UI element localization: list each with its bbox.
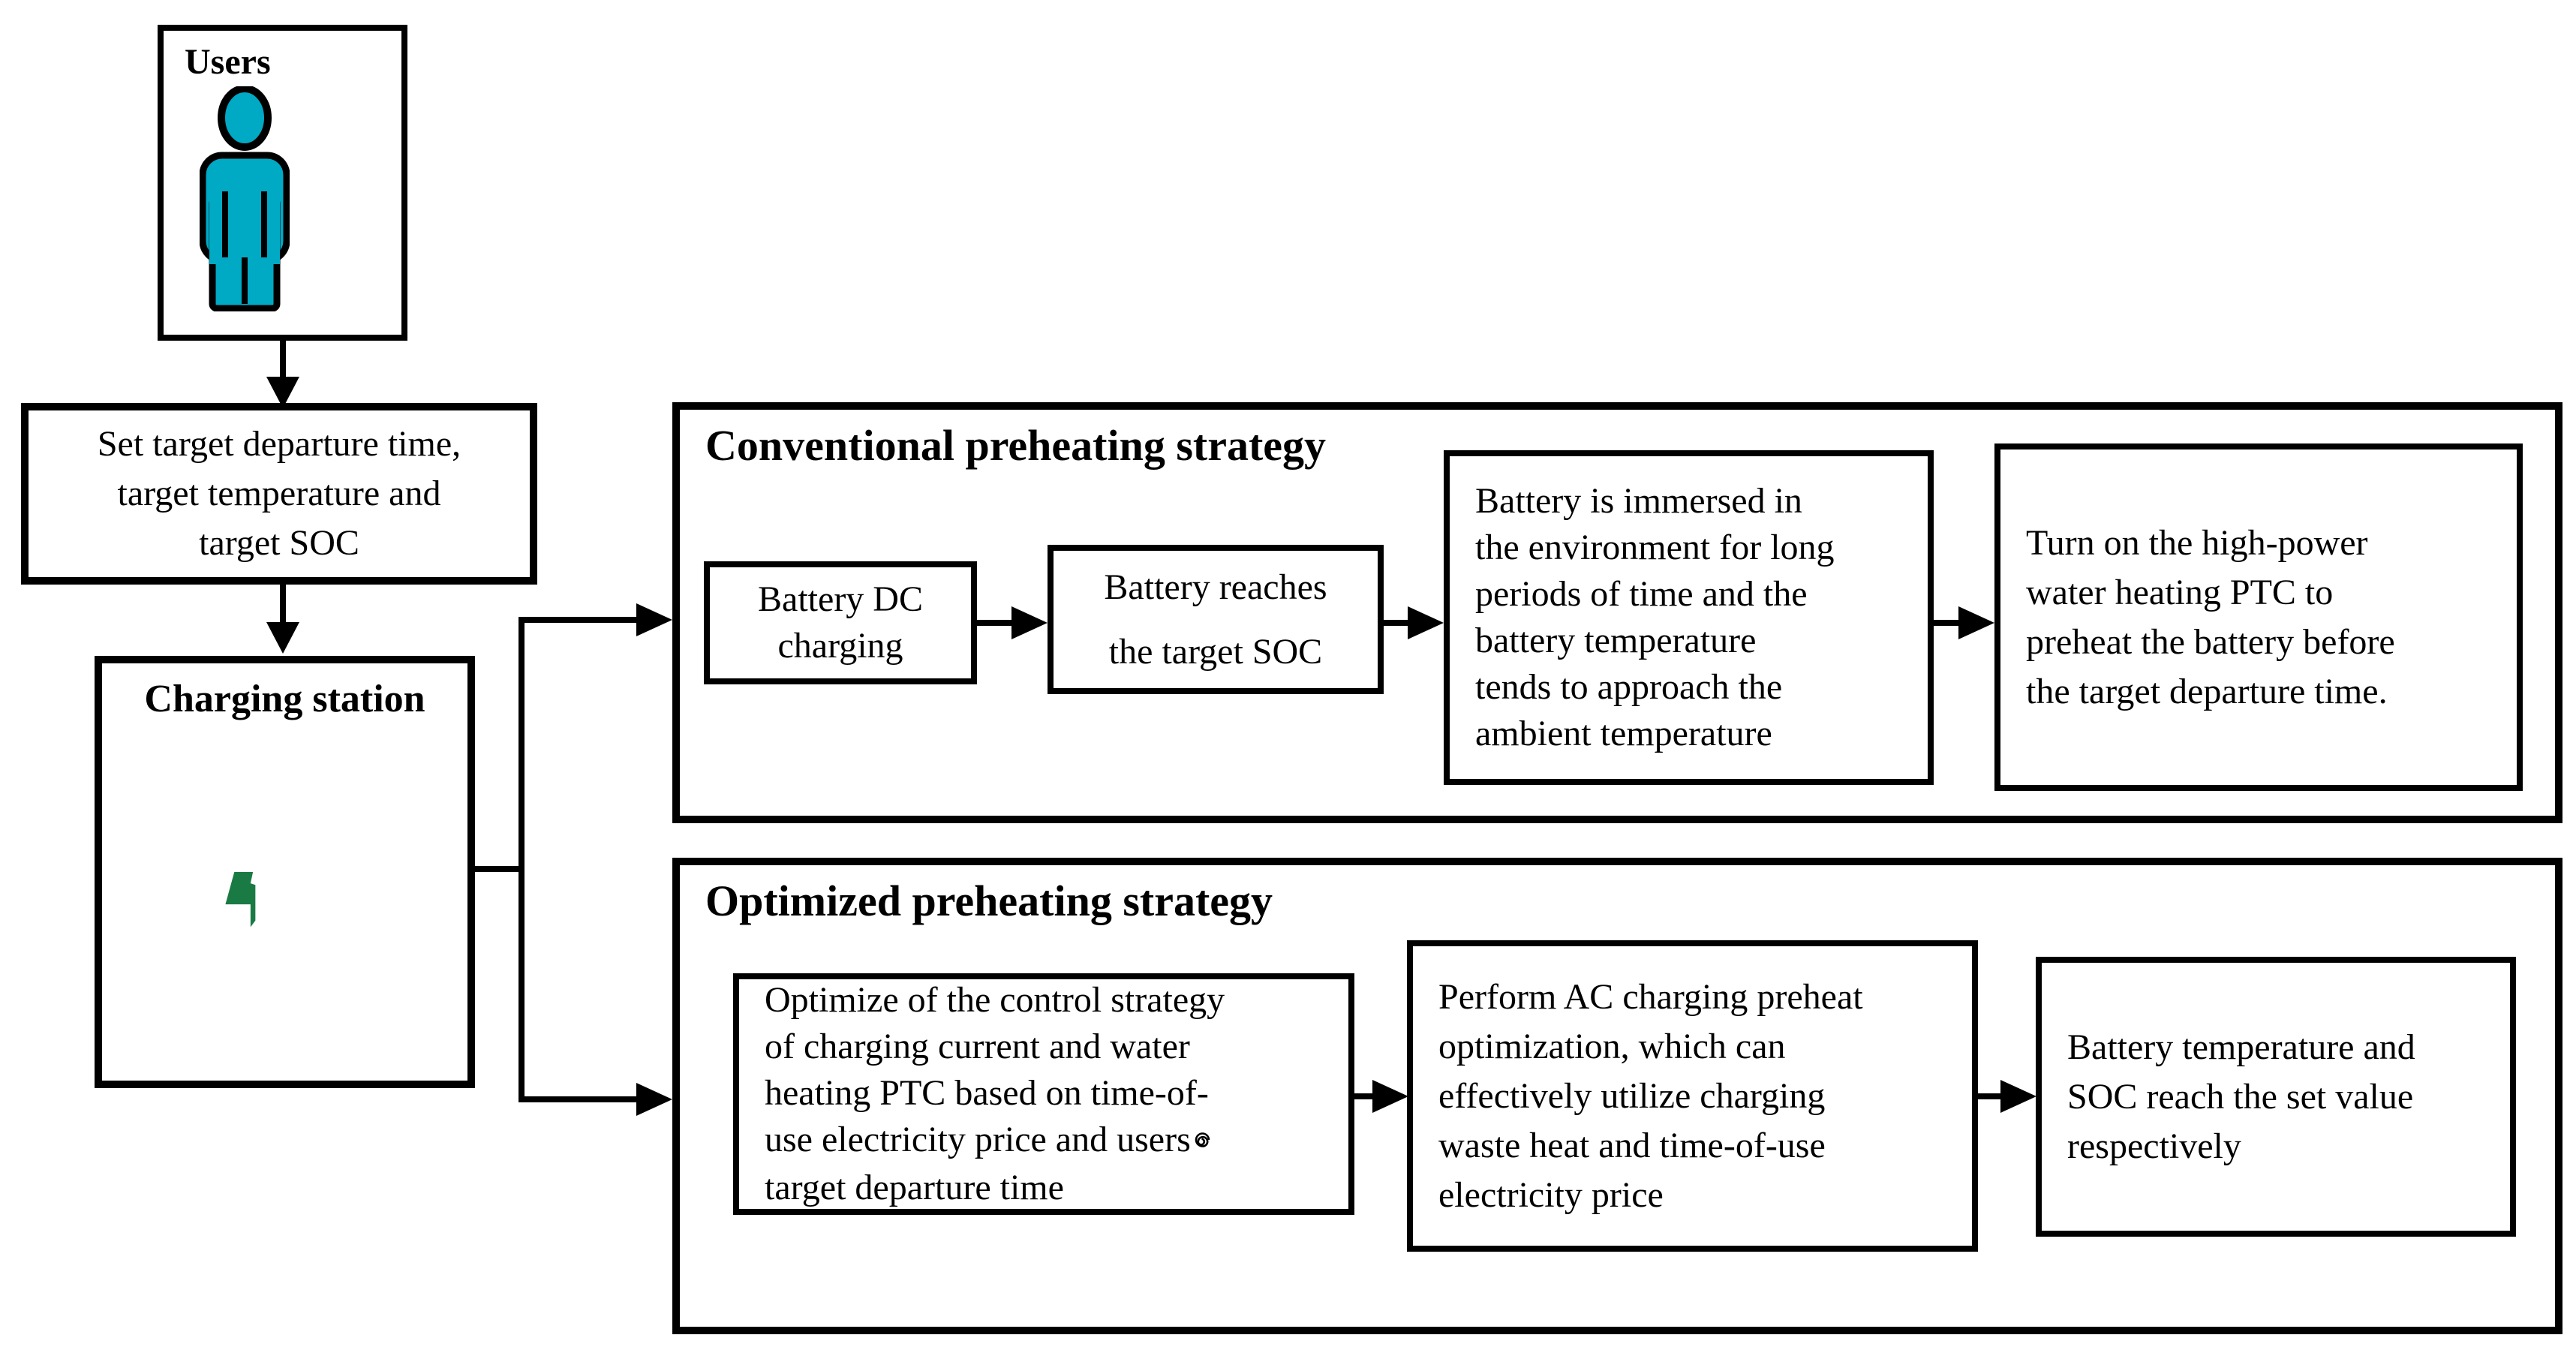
connector-settings-to-station <box>280 585 286 625</box>
connector-to-conventional <box>519 617 640 623</box>
connector-station-stub <box>475 866 525 872</box>
step-line: Battery DC <box>758 579 923 619</box>
step-optimize-control-strategy: Optimize of the control strategy of char… <box>733 973 1354 1215</box>
step-perform-ac-preheat: Perform AC charging preheat optimization… <box>1407 940 1978 1252</box>
arrow-right-icon <box>2000 1080 2036 1113</box>
spiral-glyph-icon <box>1191 1118 1213 1165</box>
arrow-right-icon <box>636 1083 672 1116</box>
step-line: SOC reach the set value <box>2067 1076 2414 1117</box>
charging-station-box: Charging station <box>95 656 475 1088</box>
connector-opt-2-3 <box>1978 1093 2008 1099</box>
step-line: water heating PTC to <box>2026 572 2334 612</box>
step-line: Battery is immersed in <box>1475 481 1802 521</box>
step-line: the target SOC <box>1108 631 1323 672</box>
step-line: electricity price <box>1438 1174 1664 1215</box>
arrow-right-icon <box>636 603 672 636</box>
step-line: periods of time and the <box>1475 574 1808 614</box>
connector-users-to-settings <box>280 341 286 380</box>
optimized-strategy-title: Optimized preheating strategy <box>705 876 1273 925</box>
arrow-down-icon <box>266 622 299 654</box>
step-line: waste heat and time-of-use <box>1438 1125 1826 1165</box>
step-turn-on-ptc: Turn on the high-power water heating PTC… <box>1994 443 2523 791</box>
conventional-strategy-title: Conventional preheating strategy <box>705 421 1327 470</box>
step-battery-immersed: Battery is immersed in the environment f… <box>1444 450 1934 785</box>
step-line: Battery temperature and <box>2067 1027 2415 1067</box>
step-battery-reaches-soc: Battery reaches the target SOC <box>1048 545 1384 694</box>
set-target-line: target temperature and <box>117 474 441 513</box>
step-line: heating PTC based on time-of- <box>765 1073 1209 1113</box>
connector-conv-2-3 <box>1384 620 1414 626</box>
lightning-icon <box>225 872 256 928</box>
step-battery-reach-set-value: Battery temperature and SOC reach the se… <box>2036 957 2516 1237</box>
step-line: ambient temperature <box>1475 714 1772 753</box>
step-line: optimization, which can <box>1438 1026 1786 1066</box>
connector-branch-vertical <box>519 617 525 1102</box>
arrow-right-icon <box>1958 606 1994 639</box>
users-box: Users <box>158 25 407 341</box>
step-line: charging <box>777 626 903 666</box>
connector-conv-1-2 <box>977 620 1016 626</box>
step-battery-dc-charging: Battery DC charging <box>704 561 977 684</box>
step-line: effectively utilize charging <box>1438 1075 1826 1116</box>
set-target-line: target SOC <box>199 523 359 563</box>
arrow-right-icon <box>1408 606 1444 639</box>
step-line: use electricity price and users <box>765 1117 1213 1165</box>
step-line: target departure time <box>765 1168 1064 1207</box>
step-line: Optimize of the control strategy <box>765 980 1225 1020</box>
connector-opt-1-2 <box>1354 1093 1378 1099</box>
arrow-right-icon <box>1011 606 1048 639</box>
charging-station-title: Charging station <box>144 678 425 720</box>
connector-to-optimized <box>519 1096 640 1102</box>
arrow-right-icon <box>1372 1080 1408 1113</box>
step-line: preheat the battery before <box>2026 621 2395 662</box>
step-line: of charging current and water <box>765 1027 1190 1066</box>
step-line-text: use electricity price and users <box>765 1120 1191 1159</box>
person-icon <box>200 86 290 311</box>
step-line: tends to approach the <box>1475 667 1783 707</box>
set-target-box: Set target departure time, target temper… <box>21 403 537 585</box>
step-line: Turn on the high-power <box>2026 522 2368 563</box>
set-target-line: Set target departure time, <box>97 424 461 464</box>
step-line: respectively <box>2067 1126 2241 1166</box>
step-line: Battery reaches <box>1104 567 1327 607</box>
users-box-title: Users <box>185 42 271 82</box>
connector-conv-3-4 <box>1934 620 1962 626</box>
step-line: the environment for long <box>1475 528 1835 567</box>
step-line: the target departure time. <box>2026 671 2388 711</box>
step-line: Perform AC charging preheat <box>1438 976 1863 1017</box>
step-line: battery temperature <box>1475 621 1757 660</box>
